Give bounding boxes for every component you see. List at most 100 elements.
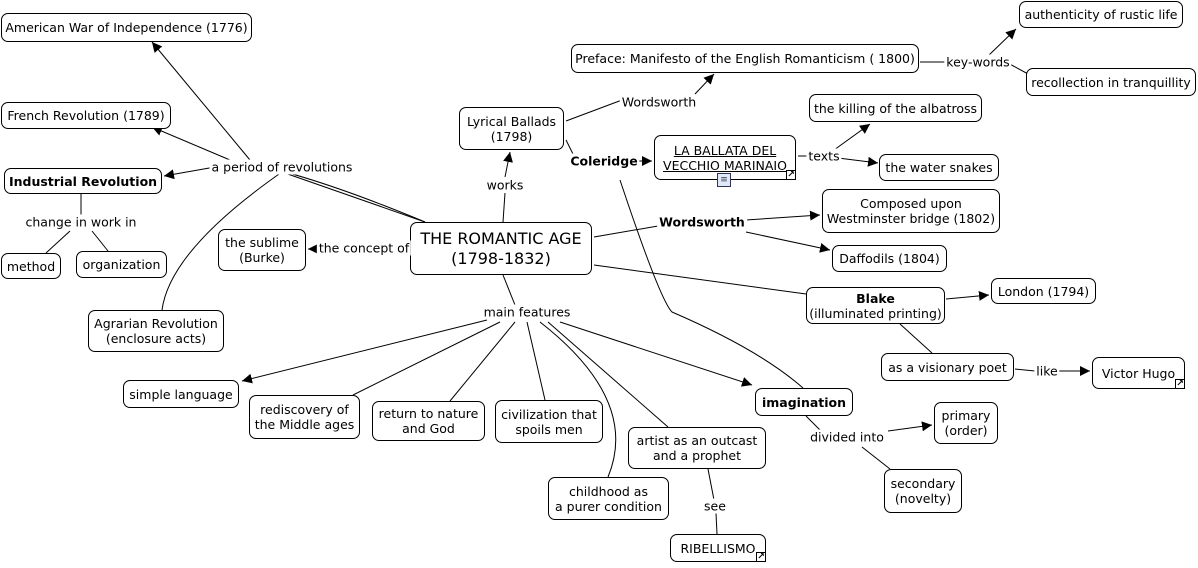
external-link-icon[interactable]: ↗ — [1175, 379, 1185, 389]
lyrical-ballads-line1: Lyrical Ballads — [466, 113, 557, 129]
childhood-line2: a purer condition — [555, 498, 662, 514]
node-preface[interactable]: Preface: Manifesto of the English Romant… — [571, 44, 919, 73]
secondary-line2: (novelty) — [894, 491, 952, 506]
daffodils-label: Daffodils (1804) — [839, 251, 940, 266]
simple-language-label: simple language — [129, 386, 233, 402]
ballata-line1: LA BALLATA DEL — [673, 142, 777, 158]
node-authenticity[interactable]: authenticity of rustic life — [1019, 1, 1183, 28]
label-main-features: main features — [481, 304, 573, 320]
node-civilization[interactable]: civilization that spoils men — [495, 400, 603, 443]
label-coleridge: Coleridge — [568, 153, 640, 169]
london-label: London (1794) — [997, 283, 1090, 299]
imagination-label: imagination — [761, 394, 847, 410]
edge-features-imagination — [559, 321, 753, 387]
edge-texts-watersnakes — [837, 156, 879, 167]
civilization-line1: civilization that — [501, 406, 597, 422]
label-concept-of: the concept of — [316, 240, 412, 256]
agrarian-line1: Agrarian Revolution — [94, 316, 218, 331]
node-secondary[interactable]: secondary (novelty) — [884, 469, 962, 513]
method-label: method — [6, 258, 56, 274]
edge-period-american-war — [151, 41, 251, 161]
node-french-revolution[interactable]: French Revolution (1789) — [1, 102, 171, 129]
node-childhood[interactable]: childhood as a purer condition — [548, 477, 669, 520]
node-westminster[interactable]: Composed upon Westminster bridge (1802) — [822, 189, 1000, 233]
edge-visionary-like — [1014, 368, 1036, 372]
victor-hugo-label: Victor Hugo — [1101, 365, 1176, 381]
industrial-revolution-label: Industrial Revolution — [8, 173, 158, 189]
sublime-line1: the sublime — [225, 235, 299, 250]
edge-imagination-divided — [805, 415, 821, 431]
edge-main-blake — [593, 264, 807, 295]
french-revolution-label: French Revolution (1789) — [7, 108, 165, 123]
outcast-line2: and a prophet — [652, 448, 742, 463]
node-london[interactable]: London (1794) — [991, 278, 1096, 304]
document-icon[interactable]: ≡ — [717, 173, 731, 187]
node-return-to-nature[interactable]: return to nature and God — [372, 401, 485, 441]
node-visionary-poet[interactable]: as a visionary poet — [881, 353, 1014, 381]
edge-keywords-authenticity — [987, 28, 1017, 57]
albatross-label: the killing of the albatross — [813, 100, 978, 116]
node-daffodils[interactable]: Daffodils (1804) — [832, 245, 947, 272]
label-wordsworth-top: Wordsworth — [619, 94, 699, 110]
node-organization[interactable]: organization — [76, 251, 167, 278]
edge-wordsworth-westminster — [745, 210, 821, 221]
edge-period-industrial — [163, 166, 216, 180]
node-water-snakes[interactable]: the water snakes — [879, 154, 999, 181]
node-victor-hugo[interactable]: Victor Hugo ↗ — [1092, 357, 1185, 389]
node-the-sublime[interactable]: the sublime (Burke) — [218, 229, 306, 271]
node-albatross[interactable]: the killing of the albatross — [809, 94, 982, 122]
node-romantic-age[interactable]: THE ROMANTIC AGE (1798-1832) — [410, 222, 592, 275]
edge-texts-albatross — [833, 123, 871, 151]
edge-period-agrarian — [161, 171, 283, 311]
node-lyrical-ballads[interactable]: Lyrical Ballads (1798) — [459, 107, 564, 150]
node-method[interactable]: method — [1, 253, 61, 279]
label-like: like — [1034, 363, 1060, 379]
edge-works-lyrical — [503, 151, 513, 178]
edge-features-outcast — [547, 321, 669, 428]
childhood-line1: childhood as — [569, 483, 648, 499]
label-works: works — [484, 177, 526, 193]
node-agrarian-revolution[interactable]: Agrarian Revolution (enclosure acts) — [88, 310, 224, 352]
edge-wordsworth-daffodils — [745, 231, 831, 253]
visionary-label: as a visionary poet — [888, 359, 1007, 375]
node-imagination[interactable]: imagination — [755, 388, 853, 416]
node-simple-language[interactable]: simple language — [123, 380, 239, 408]
external-link-icon[interactable]: ↗ — [786, 170, 796, 180]
edge-wordsworth-preface — [694, 73, 715, 95]
middle-ages-line2: the Middle ages — [254, 417, 355, 432]
edge-features-childhood — [539, 321, 617, 478]
node-middle-ages[interactable]: rediscovery of the Middle ages — [249, 395, 360, 439]
ribellismo-label: RIBELLISMO — [680, 540, 756, 556]
edge-blake-visionary — [899, 323, 933, 354]
edge-divided-secondary — [861, 446, 891, 470]
node-american-war[interactable]: American War of Independence (1776) — [1, 13, 252, 42]
label-key-words: key-words — [944, 54, 1012, 70]
edge-features-civilization — [526, 321, 546, 401]
outcast-line1: artist as an outcast — [636, 433, 758, 448]
edge-outcast-see — [707, 468, 715, 501]
node-primary[interactable]: primary (order) — [934, 402, 998, 444]
label-period-of-revolutions: a period of revolutions — [209, 159, 355, 175]
agrarian-line2: (enclosure acts) — [105, 331, 207, 346]
blake-name: Blake — [856, 290, 895, 306]
edge-period-french — [151, 126, 231, 161]
edge-features-nature — [449, 321, 516, 402]
westminster-line2: Westminster bridge (1802) — [826, 211, 996, 226]
node-blake[interactable]: Blake (illuminated printing) — [806, 287, 945, 324]
label-wordsworth: Wordsworth — [657, 214, 747, 230]
secondary-line1: secondary — [890, 476, 956, 491]
romantic-age-years: (1798-1832) — [451, 248, 551, 268]
external-link-icon[interactable]: ↗ — [756, 552, 766, 562]
node-ribellismo[interactable]: RIBELLISMO ↗ — [670, 534, 766, 562]
node-recollection[interactable]: recollection in tranquillity — [1026, 68, 1196, 96]
node-industrial-revolution[interactable]: Industrial Revolution — [4, 168, 162, 194]
edge-main-mainfeatures — [502, 274, 516, 306]
edge-divided-primary — [887, 421, 933, 432]
edge-main-wordsworth — [593, 225, 659, 238]
primary-line2: (order) — [944, 423, 988, 438]
node-artist-outcast[interactable]: artist as an outcast and a prophet — [628, 427, 766, 469]
organization-label: organization — [82, 257, 161, 272]
edge-change-organization — [91, 230, 109, 252]
node-ballata[interactable]: LA BALLATA DEL VECCHIO MARINAIO ↗ — [654, 135, 796, 180]
blake-subtitle: (illuminated printing) — [809, 305, 942, 321]
